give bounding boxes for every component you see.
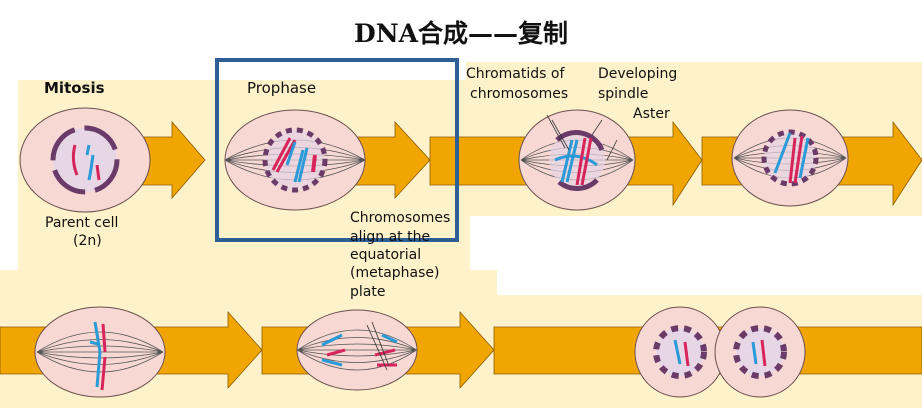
label-chromatids-2: chromosomes (470, 86, 569, 102)
telophase-cell (634, 306, 806, 398)
label-prophase: Prophase (247, 79, 317, 97)
parent-cell (19, 107, 151, 213)
label-parent-cell: Parent cell (45, 215, 119, 231)
prometaphase-cell (731, 109, 849, 207)
label-developing: Developing (598, 66, 678, 82)
late-prophase-cell (518, 109, 636, 211)
label-chromosomes-align: Chromosomes (350, 210, 451, 226)
label-align-4: (metaphase) (350, 265, 440, 281)
label-align-3: equatorial (350, 247, 422, 263)
label-mitosis: Mitosis (44, 79, 105, 97)
label-chromatids: Chromatids of (466, 66, 565, 82)
label-align-2: align at the (350, 229, 431, 245)
label-parent-cell-ploidy: (2n) (73, 233, 102, 249)
prophase-cell (224, 109, 366, 211)
metaphase-cell (34, 306, 166, 398)
slide-title: DNA合成——复制 (354, 19, 568, 48)
label-spindle: spindle (598, 86, 649, 102)
label-aster: Aster (633, 106, 670, 122)
label-align-5: plate (350, 284, 386, 300)
prophase-highlight-box (215, 58, 459, 242)
anaphase-cell (296, 309, 418, 391)
